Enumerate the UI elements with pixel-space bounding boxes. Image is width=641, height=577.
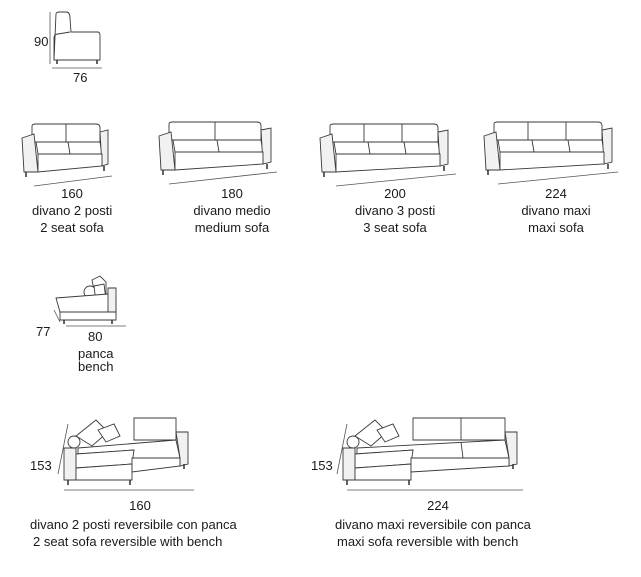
sofa-3-seat-drawing (316, 120, 458, 188)
sofa-3-seat-width: 200 (384, 186, 406, 201)
bench-drawing (48, 272, 128, 330)
corner-sofa-maxi-depth-label: 153 (311, 458, 333, 473)
sofa-2-seat-name-en: 2 seat sofa (40, 220, 104, 235)
bench-name-it: panca (78, 346, 114, 361)
bench-width-label: 80 (88, 329, 103, 344)
sofa-2-seat-width: 160 (61, 186, 83, 201)
sofa-3-seat-name-it: divano 3 posti (355, 203, 436, 218)
armchair-width-label: 76 (73, 70, 88, 85)
corner-sofa-maxi-drawing (333, 414, 528, 496)
armchair-side-drawing (40, 8, 110, 70)
sofa-2-seat-name-it: divano 2 posti (32, 203, 113, 218)
sofa-medium-name-en: medium sofa (194, 220, 270, 235)
corner-sofa-2-seat-width: 160 (129, 498, 151, 513)
sofa-maxi-name-en: maxi sofa (528, 220, 584, 235)
corner-sofa-2-seat-name-it: divano 2 posti reversibile con panca (30, 517, 237, 532)
sofa-maxi-drawing (480, 118, 620, 186)
bench-name-en: bench (78, 359, 114, 374)
sofa-medium-width: 180 (221, 186, 243, 201)
sofa-2-seat-drawing (20, 120, 112, 188)
sofa-maxi-width: 224 (545, 186, 567, 201)
corner-sofa-2-seat-name-en: 2 seat sofa reversible with bench (33, 534, 223, 549)
sofa-maxi-name-it: divano maxi (521, 203, 591, 218)
corner-sofa-2-seat-depth-label: 153 (30, 458, 52, 473)
corner-sofa-2-seat-drawing (54, 414, 199, 496)
sofa-3-seat-name-en: 3 seat sofa (363, 220, 427, 235)
corner-sofa-maxi-name-en: maxi sofa reversible with bench (337, 534, 519, 549)
corner-sofa-maxi-width: 224 (427, 498, 449, 513)
bench-depth-label: 77 (36, 324, 51, 339)
sofa-medium-name-it: divano medio (193, 203, 271, 218)
sofa-medium-drawing (155, 118, 280, 186)
armchair-height-label: 90 (34, 34, 49, 49)
corner-sofa-maxi-name-it: divano maxi reversibile con panca (335, 517, 531, 532)
